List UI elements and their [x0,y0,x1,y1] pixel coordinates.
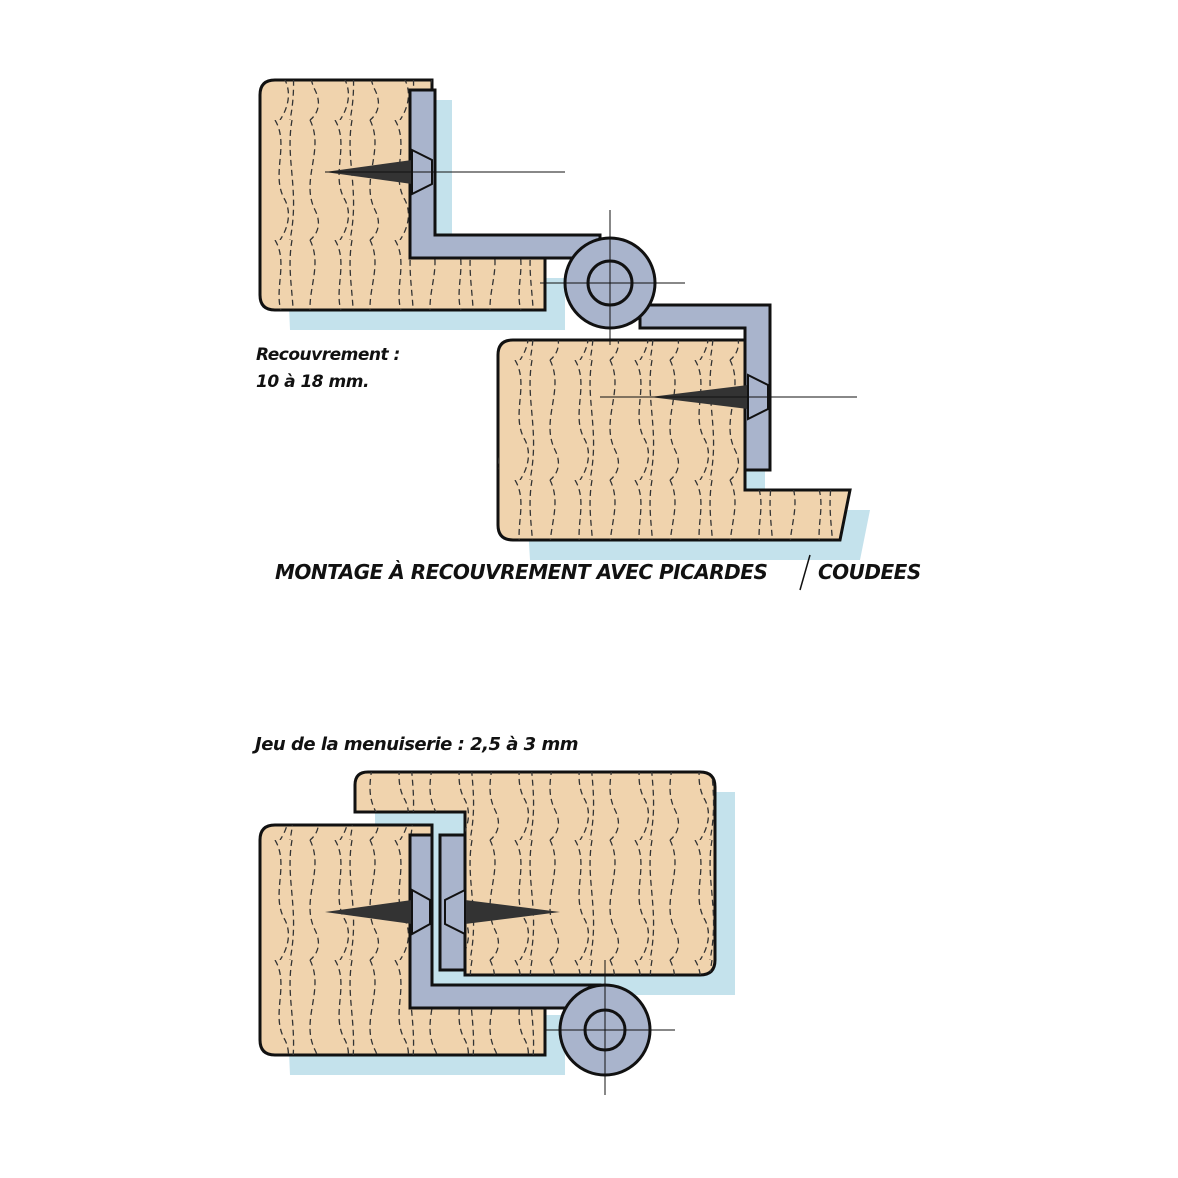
caption-alt: COUDEES [818,560,921,584]
hinge-leaf-door [638,303,772,472]
hinge-leaf-frame [408,88,602,260]
overlap-value: 10 à 18 mm. [256,372,369,392]
bottom-assembly [258,770,735,1095]
screw [325,148,565,196]
caption-slash [799,554,811,591]
overlap-label: Recouvrement : [256,345,400,365]
clearance-label: Jeu de la menuiserie : 2,5 à 3 mm [255,734,578,755]
top-assembly [258,78,870,591]
screw [600,373,857,421]
screw [325,888,431,936]
screw [444,888,560,936]
caption-main: MONTAGE À RECOUVREMENT AVEC PICARDES [275,560,768,584]
